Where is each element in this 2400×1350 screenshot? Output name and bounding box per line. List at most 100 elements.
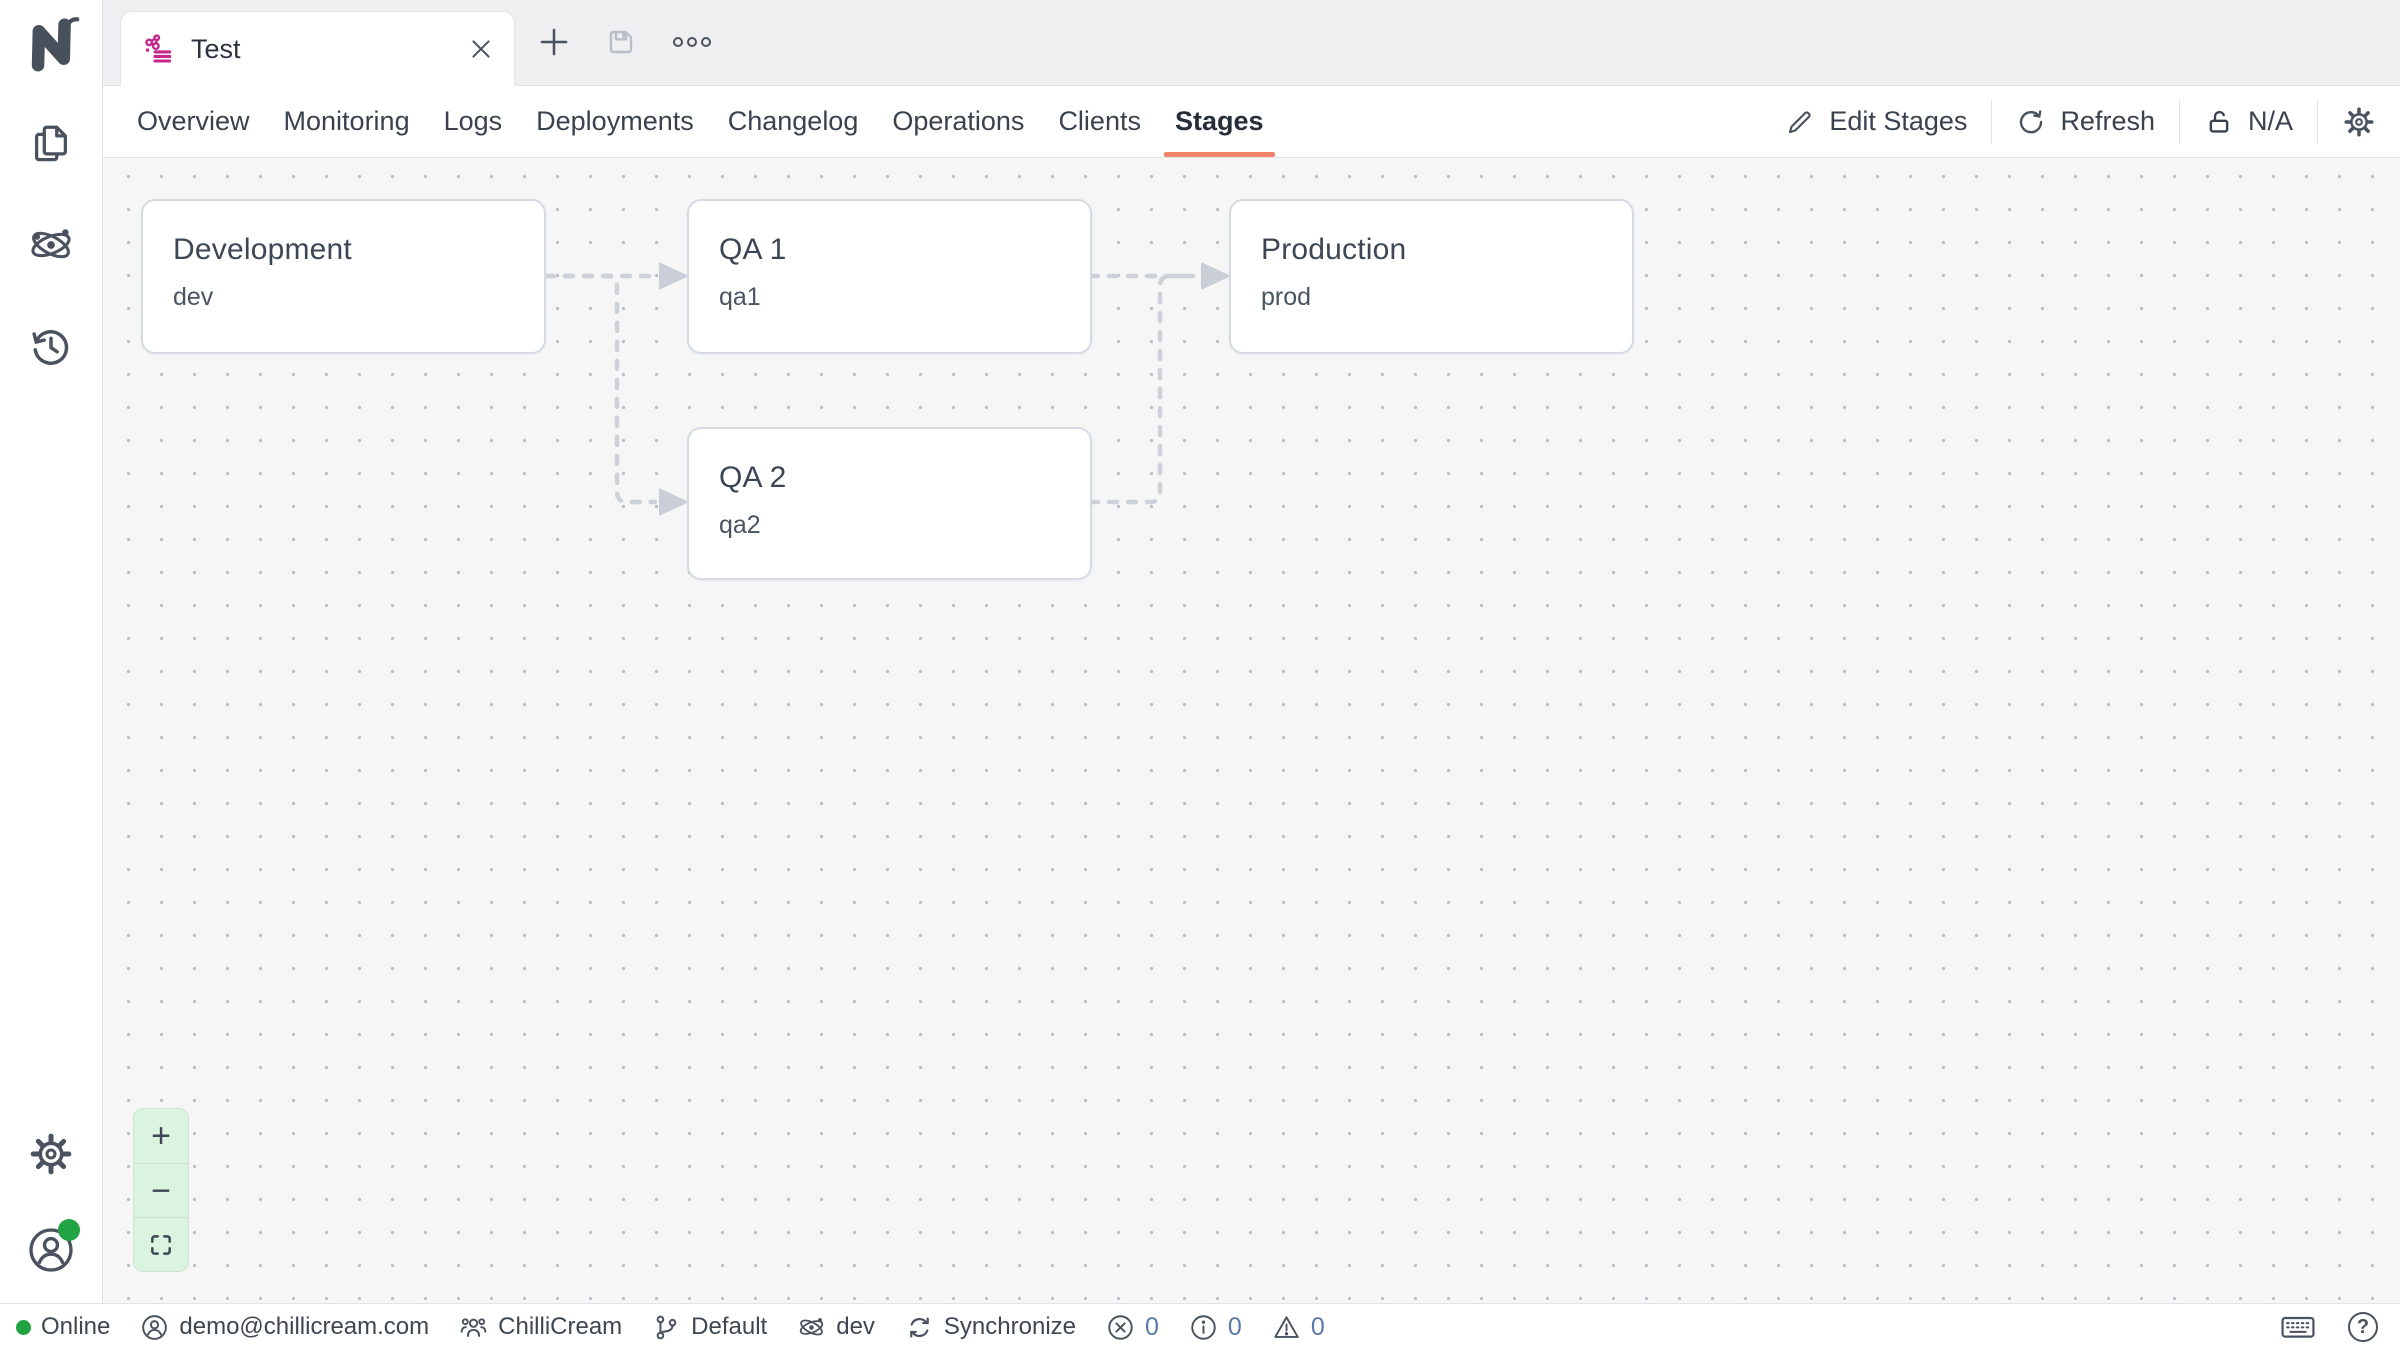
schema-atom-icon: [31, 229, 71, 259]
more-ellipsis-icon: [673, 37, 711, 47]
online-label: Online: [41, 1313, 111, 1340]
toolbar-divider: [2178, 99, 2180, 144]
sidebar-item-settings[interactable]: [28, 1131, 74, 1177]
organization-label: ChilliCream: [498, 1313, 623, 1340]
stage-key: dev: [173, 283, 214, 311]
help-circle-icon: ?: [2348, 1312, 2378, 1342]
info-count-value: 0: [1227, 1312, 1242, 1341]
documents-icon: [34, 125, 68, 162]
settings-gear-icon: [30, 1133, 72, 1175]
keyboard-shortcuts-button[interactable]: [2280, 1312, 2316, 1342]
account-online-dot: [58, 1219, 80, 1241]
error-count-value: 0: [1145, 1312, 1159, 1341]
fit-view-button[interactable]: [134, 1217, 188, 1271]
warning-count-value: 0: [1310, 1312, 1325, 1341]
zoom-in-button[interactable]: +: [134, 1109, 188, 1163]
save-button[interactable]: [605, 26, 637, 58]
canvas-zoom-controls: + −: [133, 1108, 189, 1272]
stage-key: qa1: [719, 283, 761, 311]
stage-title: QA 2: [719, 461, 787, 494]
status-organization[interactable]: ChilliCream: [459, 1313, 622, 1342]
document-tab-strip: Test: [103, 0, 2400, 86]
tab-clients[interactable]: Clients: [1041, 86, 1158, 157]
edit-stages-label: Edit Stages: [1829, 106, 1968, 136]
refresh-button[interactable]: Refresh: [2016, 106, 2155, 137]
person-circle-icon: [142, 1314, 168, 1340]
info-count[interactable]: 0: [1189, 1313, 1242, 1342]
stage-toolbar: Edit Stages Refresh N/A: [1785, 99, 2400, 144]
sync-icon: [910, 1316, 929, 1338]
info-circle-icon: [1191, 1314, 1216, 1340]
atom-icon: [800, 1317, 824, 1335]
sidebar-item-account[interactable]: [26, 1219, 80, 1275]
online-dot: [16, 1319, 31, 1335]
history-icon: [32, 330, 69, 365]
document-nav-row: Overview Monitoring Logs Deployments Cha…: [103, 86, 2400, 158]
keyboard-icon: [2281, 1316, 2315, 1338]
help-glyph: ?: [2356, 1315, 2370, 1338]
refresh-icon: [2020, 109, 2043, 133]
status-user-account[interactable]: demo@chillicream.com: [140, 1313, 429, 1342]
stage-node-development[interactable]: Development dev: [141, 199, 546, 354]
status-environment[interactable]: dev: [797, 1313, 875, 1342]
synchronize-button[interactable]: Synchronize: [905, 1313, 1076, 1342]
stage-node-production[interactable]: Production prod: [1229, 199, 1634, 354]
nitro-logo: [21, 14, 81, 76]
error-count[interactable]: 0: [1106, 1313, 1159, 1342]
warning-count[interactable]: 0: [1272, 1313, 1325, 1342]
close-tab-icon[interactable]: [468, 36, 494, 62]
unlock-icon: [2209, 110, 2229, 133]
stage-node-qa1[interactable]: QA 1 qa1: [687, 199, 1092, 354]
toolbar-divider: [1991, 99, 1993, 144]
stage-key: qa2: [719, 511, 761, 539]
section-tabs: Overview Monitoring Logs Deployments Cha…: [120, 86, 1281, 157]
tab-deployments[interactable]: Deployments: [519, 86, 711, 157]
tab-stages-label: Stages: [1174, 106, 1264, 136]
main-area: Test: [103, 0, 2400, 1303]
stage-title: QA 1: [719, 233, 787, 266]
tab-logs[interactable]: Logs: [427, 86, 520, 157]
plus-icon: [540, 28, 568, 56]
stage-settings-button[interactable]: [2342, 105, 2376, 139]
sidebar-item-history[interactable]: [28, 324, 74, 370]
lock-status-button[interactable]: N/A: [2204, 106, 2293, 137]
new-tab-button[interactable]: [537, 25, 571, 59]
edge-qa2-prod: [1087, 273, 1196, 505]
error-circle-icon: [1108, 1314, 1133, 1340]
edit-stages-button[interactable]: Edit Stages: [1785, 106, 1967, 137]
synchronize-label: Synchronize: [943, 1313, 1076, 1340]
stage-edges: [543, 262, 1231, 516]
connection-status: Online: [16, 1313, 110, 1341]
edge-dev-qa2: [543, 273, 658, 505]
organization-people-icon: [460, 1317, 487, 1337]
stage-node-qa2[interactable]: QA 2 qa2: [687, 427, 1092, 580]
tab-operations[interactable]: Operations: [875, 86, 1041, 157]
status-profile[interactable]: Default: [652, 1313, 767, 1342]
user-email-label: demo@chillicream.com: [179, 1313, 430, 1340]
tab-changelog[interactable]: Changelog: [711, 86, 876, 157]
tab-title: Test: [191, 33, 241, 64]
document-tab[interactable]: Test: [120, 11, 515, 86]
git-branch-icon: [656, 1315, 677, 1339]
pencil-icon: [1789, 110, 1811, 133]
sidebar-item-schema-registry[interactable]: [28, 222, 74, 268]
zoom-out-button[interactable]: −: [134, 1163, 188, 1217]
tab-stages[interactable]: Stages: [1158, 86, 1281, 157]
sidebar-item-documents[interactable]: [28, 120, 74, 166]
environment-label: dev: [836, 1313, 875, 1340]
stage-title: Production: [1261, 233, 1407, 266]
help-button[interactable]: ?: [2348, 1312, 2378, 1342]
gear-icon: [2344, 106, 2374, 137]
refresh-label: Refresh: [2060, 106, 2155, 136]
fusion-graph-icon: [145, 34, 172, 63]
more-options-button[interactable]: [671, 30, 713, 54]
save-icon: [609, 30, 633, 54]
stages-canvas[interactable]: Development dev QA 1 qa1 Production prod…: [103, 158, 2400, 1303]
stage-key: prod: [1261, 283, 1312, 311]
sidebar: [0, 0, 103, 1303]
tab-monitoring[interactable]: Monitoring: [267, 86, 427, 157]
profile-label: Default: [691, 1313, 768, 1340]
tab-overview[interactable]: Overview: [120, 86, 267, 157]
active-tab-underline: [1163, 152, 1275, 157]
